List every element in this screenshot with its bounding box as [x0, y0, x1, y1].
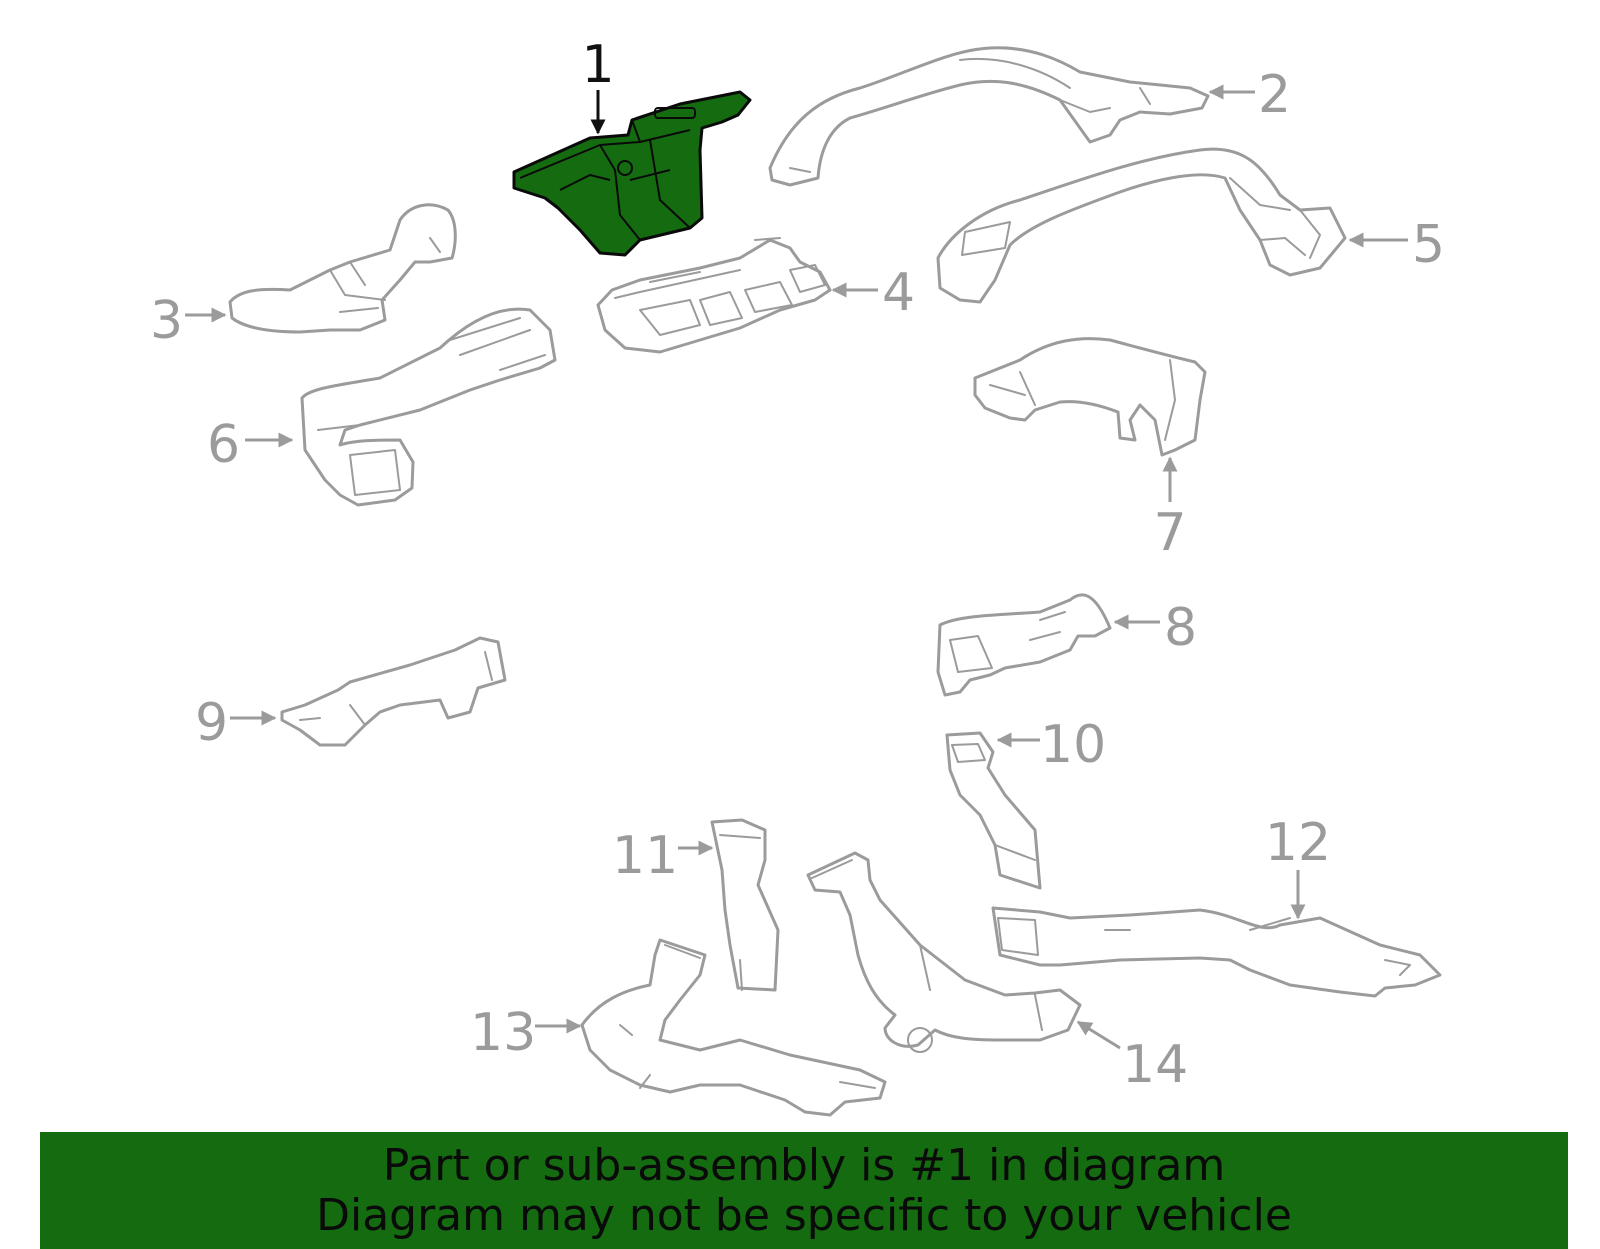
part-5-right-duct[interactable] — [936, 147, 1347, 304]
part-4-vent-grille[interactable] — [596, 237, 832, 354]
callout-12-label: 12 — [1265, 813, 1331, 873]
footer-banner: Part or sub-assembly is #1 in diagram Di… — [40, 1132, 1568, 1249]
callout-1-label: 1 — [581, 35, 614, 95]
part-9-left-outlet-duct[interactable] — [280, 636, 507, 747]
callout-5-label: 5 — [1412, 215, 1445, 275]
part-3-left-duct[interactable] — [228, 203, 457, 334]
footer-line-2: Diagram may not be specific to your vehi… — [316, 1189, 1292, 1241]
part-6-side-duct[interactable] — [300, 307, 557, 507]
callout-14-leader — [1076, 1020, 1121, 1050]
part-2-upper-duct[interactable] — [768, 46, 1210, 187]
footer-line-1: Part or sub-assembly is #1 in diagram — [382, 1139, 1226, 1191]
part-1-center-duct[interactable] — [512, 90, 752, 257]
callout-3-label: 3 — [150, 291, 183, 351]
part-14-curved-duct[interactable] — [806, 851, 1082, 1053]
part-13-center-floor-duct[interactable] — [580, 938, 887, 1117]
callout-8-label: 8 — [1164, 598, 1197, 658]
callout-10-label: 10 — [1040, 715, 1106, 775]
part-11-floor-duct[interactable] — [710, 818, 780, 992]
part-7-rear-duct[interactable] — [973, 337, 1207, 457]
callout-11-label: 11 — [612, 826, 678, 886]
callout-9-label: 9 — [195, 693, 228, 753]
part-8-right-outlet-duct[interactable] — [936, 593, 1112, 697]
callout-13-label: 13 — [470, 1003, 536, 1063]
callout-4-label: 4 — [882, 263, 915, 323]
parts-diagram: 1 2 3 4 5 6 7 8 9 10 11 12 13 14 — [150, 35, 1445, 1117]
callout-14-label: 14 — [1122, 1035, 1188, 1095]
part-12-rear-floor-duct[interactable] — [991, 906, 1442, 998]
callout-7-label: 7 — [1153, 503, 1186, 563]
callout-6-label: 6 — [207, 415, 240, 475]
part-10-vertical-duct[interactable] — [945, 731, 1042, 890]
callout-2-label: 2 — [1258, 65, 1291, 125]
